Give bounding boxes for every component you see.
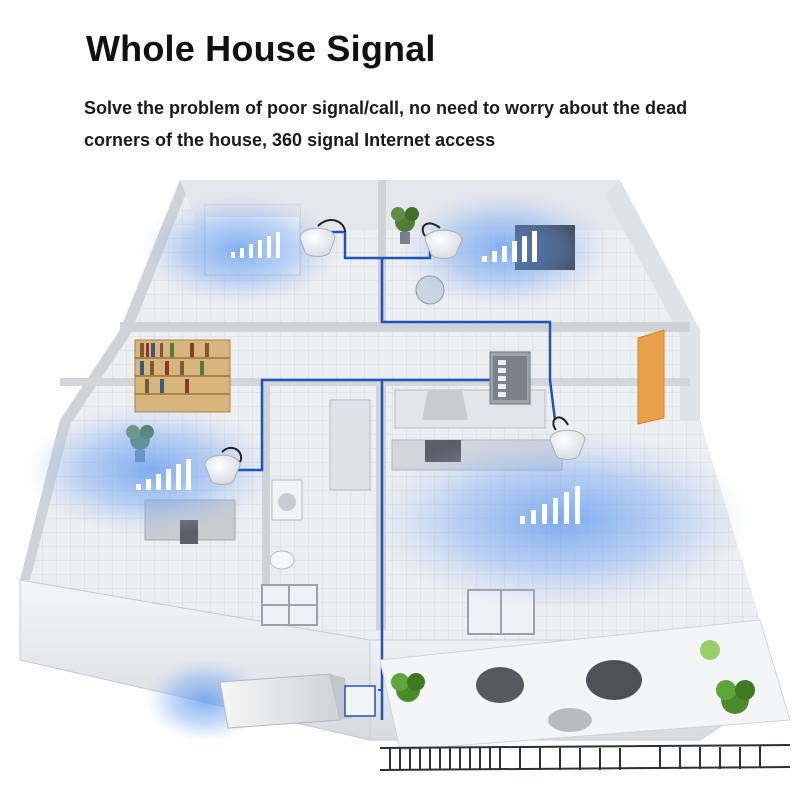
toilet [270,551,294,569]
outdoor-panel-antenna-icon [220,674,352,728]
headline-highlight-text: Coverage [462,28,628,69]
patio-fence [380,745,790,770]
range-hood [422,390,468,420]
headline-main: Whole House Signal [86,28,436,69]
antenna-mount [345,686,375,716]
orange-door [638,330,664,424]
headline-highlight: Coverage [454,28,636,70]
wall-divider-horizontal [120,322,690,332]
house-cutaway [0,160,800,800]
headline: Whole House Signal Coverage [86,28,636,70]
signal-booster-icon [490,352,530,404]
bathroom-shower [330,400,370,490]
subtitle: Solve the problem of poor signal/call, n… [84,92,724,156]
